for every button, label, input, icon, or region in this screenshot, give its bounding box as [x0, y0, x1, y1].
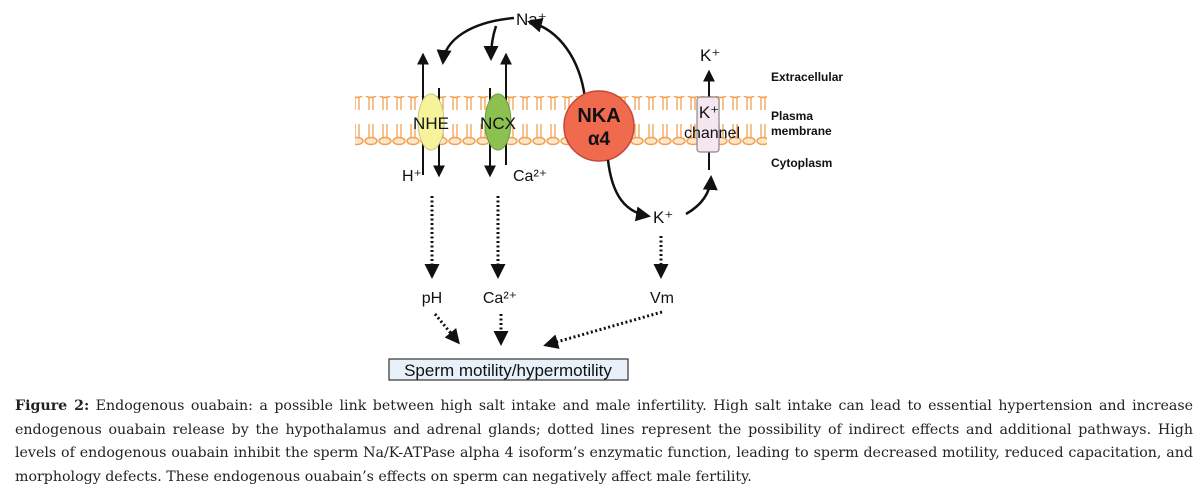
k-to-channel-arrow — [685, 175, 718, 216]
membrane-label: membrane — [771, 124, 832, 138]
outcome-label: Sperm motility/hypermotility — [404, 361, 612, 380]
ca-ion-label: Ca²⁺ — [513, 168, 547, 185]
ph-to-motility-dotted-arrow — [433, 313, 460, 345]
caption-label: Figure 2: — [15, 398, 90, 414]
figure-caption: Figure 2: Endogenous ouabain: a possible… — [15, 395, 1193, 489]
kchannel-k-label: K⁺ — [699, 103, 719, 122]
k-extracellular-label: K⁺ — [700, 46, 720, 65]
plasma-label: Plasma — [771, 109, 813, 123]
na-ion-label: Na⁺ — [516, 10, 547, 29]
ph-label: pH — [422, 290, 442, 307]
h-ion-label: H⁺ — [402, 168, 422, 185]
nka-label: NKA — [577, 105, 620, 127]
vm-label: Vm — [650, 290, 674, 307]
cytoplasm-label: Cytoplasm — [771, 156, 832, 170]
ca-effect-label: Ca²⁺ — [483, 290, 517, 307]
k-intracellular-label: K⁺ — [653, 208, 673, 227]
nka-alpha4-pump: NKA α4 — [563, 90, 635, 162]
alpha4-label: α4 — [588, 129, 611, 150]
na-to-ncx-arrow — [483, 25, 499, 61]
nka-to-k-arrow — [606, 159, 651, 222]
extracellular-label: Extracellular — [771, 70, 843, 84]
ncx-transporter: NCX — [480, 52, 516, 178]
nhe-label: NHE — [413, 114, 449, 133]
ncx-label: NCX — [480, 114, 516, 133]
nka-to-na-arrow — [527, 17, 587, 99]
outcome-box: Sperm motility/hypermotility — [388, 358, 629, 381]
k-channel: K⁺ channel — [684, 69, 740, 170]
kchannel-label: channel — [684, 125, 740, 142]
vm-to-motility-dotted-arrow — [543, 310, 663, 349]
nhe-transporter: NHE — [413, 52, 449, 178]
figure-diagram: NHE NCX Na⁺ NKA α4 K⁺ K⁺ channel K⁺ Extr… — [355, 10, 843, 381]
caption-text: Endogenous ouabain: a possible link betw… — [15, 398, 1194, 485]
na-to-nhe-arrow — [436, 16, 515, 65]
